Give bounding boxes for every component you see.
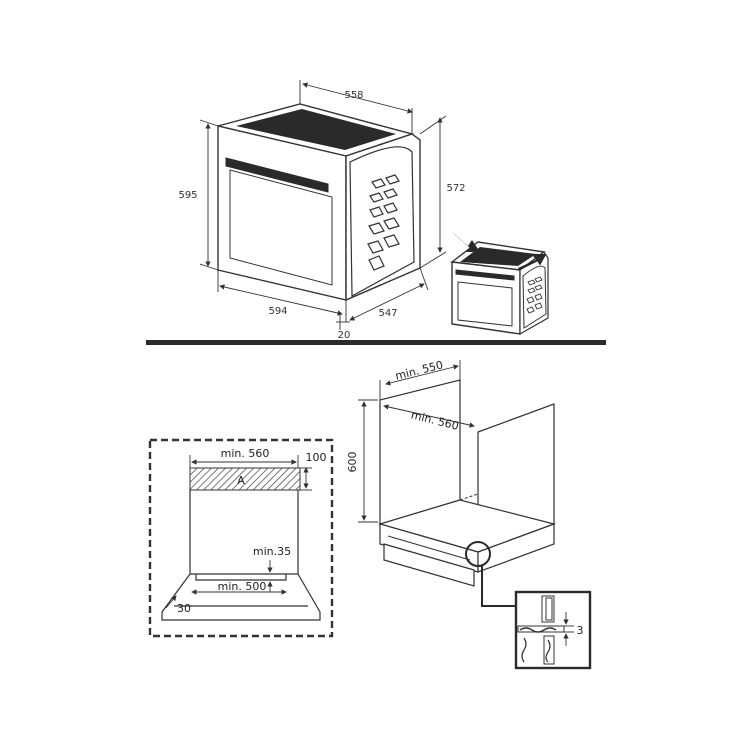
zone-a-label: A bbox=[237, 474, 245, 487]
oven-drawing bbox=[217, 103, 421, 302]
vent-pattern bbox=[367, 174, 400, 271]
oven-small-drawing bbox=[450, 232, 549, 336]
oven-top-panel bbox=[236, 109, 396, 150]
dim-body-depth: 547 bbox=[378, 308, 397, 319]
dim-side-gap: 30 bbox=[177, 602, 191, 615]
dim-body-height: 572 bbox=[446, 183, 465, 194]
cabinet-perspective: min. 550 min. 560 600 bbox=[346, 358, 557, 607]
dim-niche-width-min: min. 560 bbox=[221, 447, 270, 460]
niche-front-view: A min. 560 100 min.35 min. 500 30 bbox=[148, 438, 334, 638]
dim-top-gap: 100 bbox=[306, 451, 327, 464]
oven-dimension-lines bbox=[199, 80, 447, 330]
dim-rear-gap-min: min.35 bbox=[253, 545, 291, 558]
dim-height: 595 bbox=[178, 190, 197, 201]
oven-front bbox=[217, 125, 347, 301]
dim-bottom-opening-min: min. 500 bbox=[218, 580, 267, 593]
lift-arrow-left-icon bbox=[452, 232, 480, 252]
oven-side-panel bbox=[349, 146, 415, 298]
detail-inset: 3 bbox=[514, 590, 592, 670]
dim-front-thickness: 20 bbox=[338, 330, 351, 341]
dim-top-depth: 558 bbox=[344, 90, 363, 101]
niche-outline bbox=[148, 438, 334, 638]
oven-handle bbox=[225, 157, 329, 193]
dim-width: 594 bbox=[268, 306, 287, 317]
dim-detail-gap: 3 bbox=[577, 624, 584, 637]
detail-callout-circle bbox=[465, 541, 491, 567]
zone-a-hatched bbox=[189, 467, 301, 491]
lift-arrow-right-icon bbox=[517, 253, 547, 271]
section-divider bbox=[146, 340, 606, 345]
dim-cabinet-depth-min: min. 550 bbox=[394, 358, 444, 382]
dim-cabinet-height: 600 bbox=[346, 452, 359, 473]
